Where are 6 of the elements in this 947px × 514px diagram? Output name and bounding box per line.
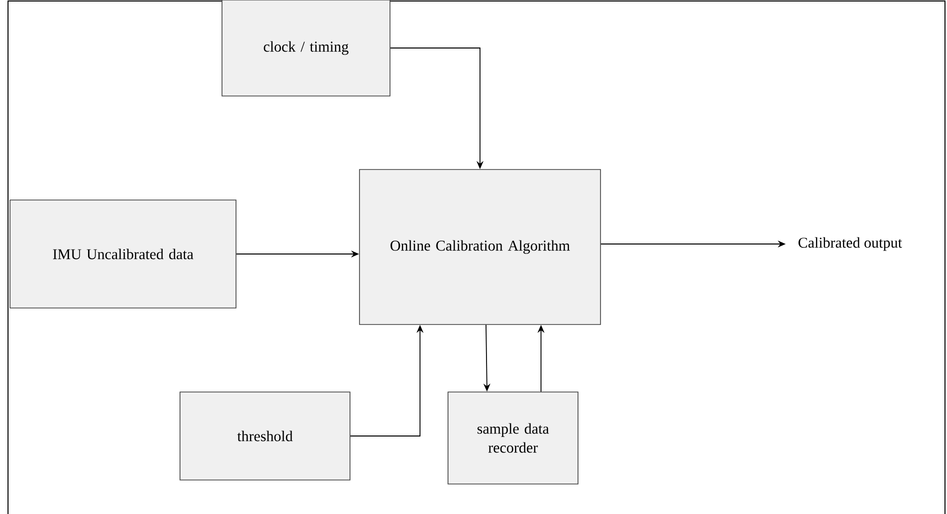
process-box: Online Calibration Algorithm <box>359 169 601 325</box>
process-box: IMU Uncalibrated data <box>10 200 236 308</box>
output-label: Calibrated output <box>798 237 902 251</box>
process-box: threshold <box>180 392 350 480</box>
process-box: clock / timing <box>222 0 390 96</box>
process-box: sample data recorder <box>448 392 578 484</box>
